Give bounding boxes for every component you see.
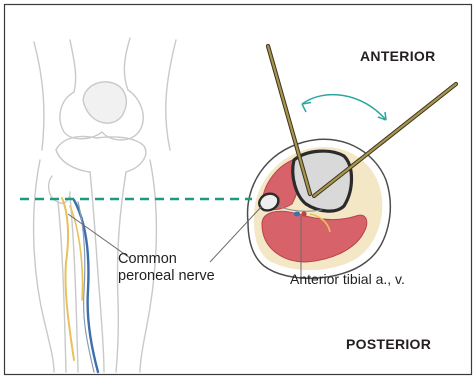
- posterior-label: POSTERIOR: [346, 336, 431, 352]
- nerve-label-line-2: peroneal nerve: [118, 268, 215, 285]
- rotation-arc-arrow-icon: [302, 95, 386, 120]
- anterior-tibial-artery-section: [301, 211, 306, 216]
- common-peroneal-nerve-label: Common peroneal nerve: [118, 251, 215, 284]
- nerve-label-line-1: Common: [118, 251, 215, 268]
- anterior-tibial-vein-section: [294, 212, 300, 217]
- fibula-section: [259, 194, 278, 211]
- leg-nerves-vessels: [62, 198, 98, 372]
- leg-line-art: [34, 38, 176, 372]
- leg-cross-section: [248, 139, 391, 278]
- anterior-tibial-vessels-label: Anterior tibial a., v.: [290, 271, 405, 287]
- anterior-label: ANTERIOR: [360, 48, 436, 64]
